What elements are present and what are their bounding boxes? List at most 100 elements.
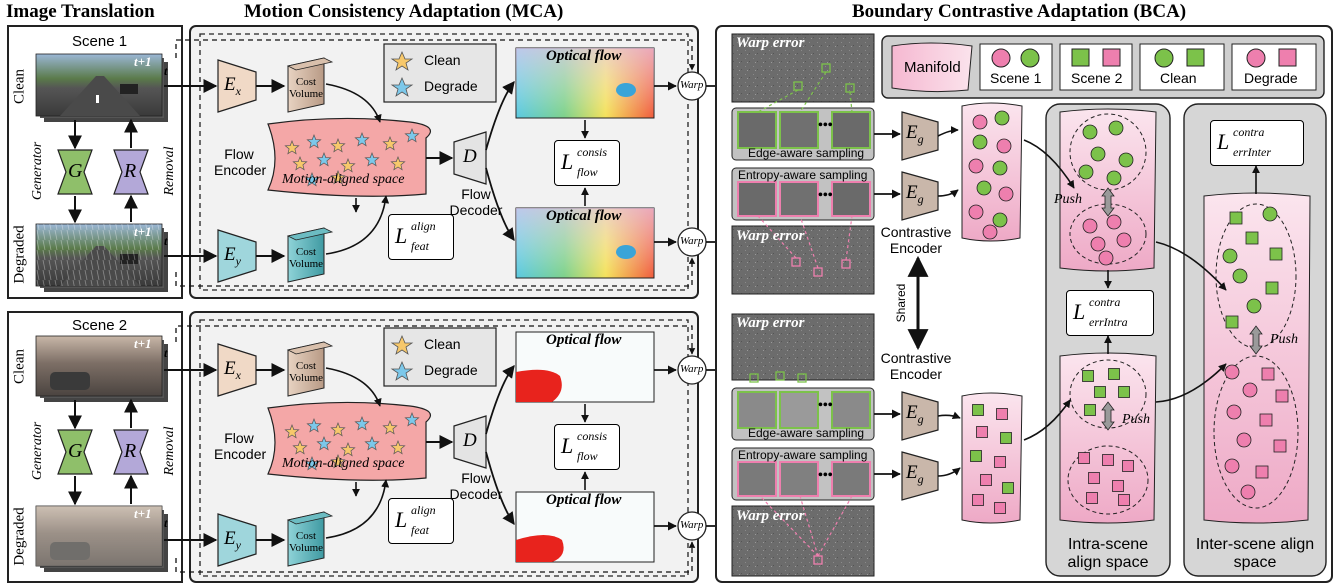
clean-star bbox=[382, 136, 398, 151]
optical-flow-label-1b: Optical flow bbox=[546, 208, 622, 224]
feature-square bbox=[1094, 386, 1106, 398]
feature-circle bbox=[1118, 152, 1134, 168]
removal-label-1: Removal bbox=[162, 146, 177, 196]
cost-volume-degraded-1 bbox=[286, 227, 334, 283]
degrade-star bbox=[316, 152, 332, 167]
contrastive-encoder-eg-1b bbox=[901, 171, 939, 221]
feature-circle bbox=[1226, 404, 1242, 420]
cost-volume-label-2b: Cost Volume bbox=[289, 530, 324, 554]
feature-square bbox=[994, 456, 1006, 468]
warp-error-label-1a: Warp error bbox=[736, 35, 805, 51]
eg-label-1b: Eg bbox=[906, 182, 924, 206]
generator-g-block-2 bbox=[57, 429, 93, 475]
feature-circle bbox=[1224, 364, 1240, 380]
warp-label-1b: Warp bbox=[680, 235, 704, 247]
loss-align-box-2: L align feat bbox=[388, 498, 454, 544]
motion-space-label-1: Motion-aligned space bbox=[282, 172, 405, 187]
feature-square bbox=[976, 426, 988, 438]
legend-degrade-label: Degrade bbox=[1244, 70, 1298, 86]
scene2-degraded-image bbox=[35, 505, 168, 572]
dots-1a: ••• bbox=[818, 118, 833, 133]
cost-volume-label-1a: Cost Volume bbox=[289, 76, 324, 100]
feature-circle bbox=[982, 224, 998, 240]
feature-square bbox=[1255, 465, 1269, 479]
warp-label-2b: Warp bbox=[680, 519, 704, 531]
removal-r-block-2 bbox=[113, 429, 149, 475]
feature-square bbox=[972, 494, 984, 506]
clean-star bbox=[330, 454, 346, 469]
encoder-ey-1 bbox=[217, 229, 257, 283]
clean-star bbox=[284, 140, 300, 155]
shared-label: Shared bbox=[894, 283, 908, 323]
header-image-translation: Image Translation bbox=[6, 1, 155, 22]
feature-circle bbox=[1090, 146, 1106, 162]
feature-square bbox=[1259, 413, 1273, 427]
feature-square bbox=[980, 474, 992, 486]
eg-label-2a: Eg bbox=[906, 402, 924, 426]
degrade-star bbox=[364, 152, 380, 167]
warp-error-label-1b: Warp error bbox=[736, 228, 805, 244]
feature-square bbox=[1088, 472, 1100, 484]
cost-volume-label-2a: Cost Volume bbox=[289, 360, 324, 384]
contrastive-encoder-label-2: Contrastive Encoder bbox=[880, 350, 952, 382]
scene2-clean-frame-tag-t: t bbox=[164, 346, 168, 360]
loss-align-box-1: L align feat bbox=[388, 214, 454, 260]
flow-encoder-label-2: Flow Encoder bbox=[214, 430, 267, 462]
feature-circle bbox=[994, 110, 1010, 126]
legend-degrade-2: Degrade bbox=[424, 362, 478, 378]
legend-scene2-label: Scene 2 bbox=[1071, 70, 1123, 86]
feature-square bbox=[1002, 482, 1014, 494]
loss-intra-box: L contra errIntra bbox=[1066, 290, 1154, 336]
feature-square bbox=[972, 404, 984, 416]
legend-manifold-label: Manifold bbox=[904, 59, 961, 76]
contrastive-encoder-eg-1a bbox=[901, 111, 939, 161]
feature-square bbox=[1245, 231, 1259, 245]
g-letter-1: G bbox=[68, 160, 83, 182]
feature-circle bbox=[1236, 432, 1252, 448]
feature-circle bbox=[1082, 124, 1098, 140]
scene2-clean-label: Clean bbox=[11, 349, 28, 384]
scene1-title: Scene 1 bbox=[72, 33, 128, 50]
feature-square bbox=[1273, 439, 1287, 453]
inter-space-label: Inter-scene align space bbox=[1195, 536, 1315, 571]
cost-volume-clean-1 bbox=[286, 57, 334, 113]
dots-2a: ••• bbox=[818, 398, 833, 413]
feature-circle bbox=[1116, 232, 1132, 248]
feature-square bbox=[1261, 367, 1275, 381]
flow-decoder-d-2 bbox=[453, 415, 487, 469]
feature-circle bbox=[992, 212, 1008, 228]
warp-error-image-1a bbox=[731, 33, 875, 103]
feature-circle bbox=[1106, 214, 1122, 230]
d-letter-1: D bbox=[463, 146, 477, 167]
feature-circle bbox=[1232, 268, 1248, 284]
feature-circle bbox=[1242, 382, 1258, 398]
feature-square bbox=[1122, 460, 1134, 472]
encoder-ex-2 bbox=[217, 343, 257, 397]
feature-circle bbox=[1090, 236, 1106, 252]
edge-sampling-label-2: Edge-aware sampling bbox=[748, 426, 865, 440]
g-letter-2: G bbox=[68, 440, 83, 462]
encoder-ex-1 bbox=[217, 59, 257, 113]
feature-square bbox=[1108, 368, 1120, 380]
feature-square bbox=[1112, 480, 1124, 492]
cost-volume-label-1b: Cost Volume bbox=[289, 246, 324, 270]
legend-manifold-swatch bbox=[891, 42, 973, 93]
feature-square bbox=[1229, 211, 1243, 225]
generator-g-block-1 bbox=[57, 149, 93, 195]
degrade-star bbox=[304, 172, 320, 187]
feature-circle bbox=[1246, 298, 1262, 314]
edge-sampling-label-1: Edge-aware sampling bbox=[748, 146, 865, 160]
cost-volume-clean-2 bbox=[286, 341, 334, 397]
feature-square bbox=[970, 450, 982, 462]
warp-error-label-2a: Warp error bbox=[736, 315, 805, 331]
feature-square bbox=[1000, 432, 1012, 444]
feature-circle bbox=[1078, 164, 1094, 180]
clean-star bbox=[330, 138, 346, 153]
feature-circle bbox=[996, 138, 1012, 154]
optical-flow-label-2b: Optical flow bbox=[546, 492, 622, 508]
clean-star bbox=[390, 440, 406, 455]
optical-flow-clean-1 bbox=[515, 47, 655, 119]
feature-circle bbox=[992, 160, 1008, 176]
feature-circle bbox=[998, 186, 1014, 202]
